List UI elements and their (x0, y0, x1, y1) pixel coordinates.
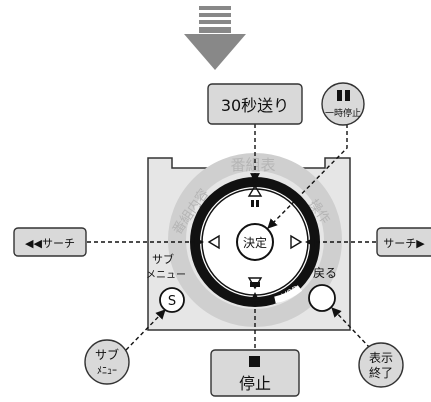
pause-label: 一時停止 (325, 107, 361, 119)
panel-label-top: 番組表 (230, 156, 275, 174)
enter-button-label: 決定 (243, 235, 267, 250)
sub-menu-callout-line1: サブ (95, 347, 119, 362)
forward-search-label: サーチ▶ (383, 237, 425, 250)
back-label: 戻る (313, 266, 337, 280)
sub-menu-callout (84, 339, 130, 385)
stop-mark-icon (250, 282, 260, 287)
down-arrow-icon (184, 6, 246, 70)
sub-menu-callout-line2: ﾒﾆｭｰ (97, 366, 117, 377)
sub-menu-letter: S (168, 294, 176, 309)
stop-callout (210, 349, 300, 397)
stop-label: 停止 (239, 374, 271, 393)
enter-button[interactable] (236, 223, 274, 261)
right-triangle-icon[interactable] (290, 234, 303, 250)
display-end-line2: 終了 (369, 365, 393, 380)
sub-menu-bottom-label: メニュー (146, 270, 186, 281)
rewind-search-callout (13, 227, 87, 257)
pause-callout (321, 82, 365, 126)
display-end-callout (358, 342, 404, 388)
pause-icon (337, 90, 342, 101)
skip-30s-label: 30秒送り (221, 96, 289, 115)
skip-30s-callout (207, 83, 303, 125)
sub-menu-top-label: サブ (152, 252, 174, 266)
rewind-search-label: ◀◀サーチ (25, 237, 75, 250)
back-button[interactable] (308, 284, 336, 312)
pause-mark-icon (251, 200, 254, 207)
display-end-line1: 表示 (369, 351, 393, 365)
forward-search-callout (376, 227, 431, 257)
sub-menu-button[interactable] (159, 287, 185, 313)
stop-icon (249, 356, 260, 367)
left-triangle-icon[interactable] (207, 234, 220, 250)
callout-arrows (87, 124, 376, 351)
up-triangle-icon[interactable] (247, 184, 263, 197)
